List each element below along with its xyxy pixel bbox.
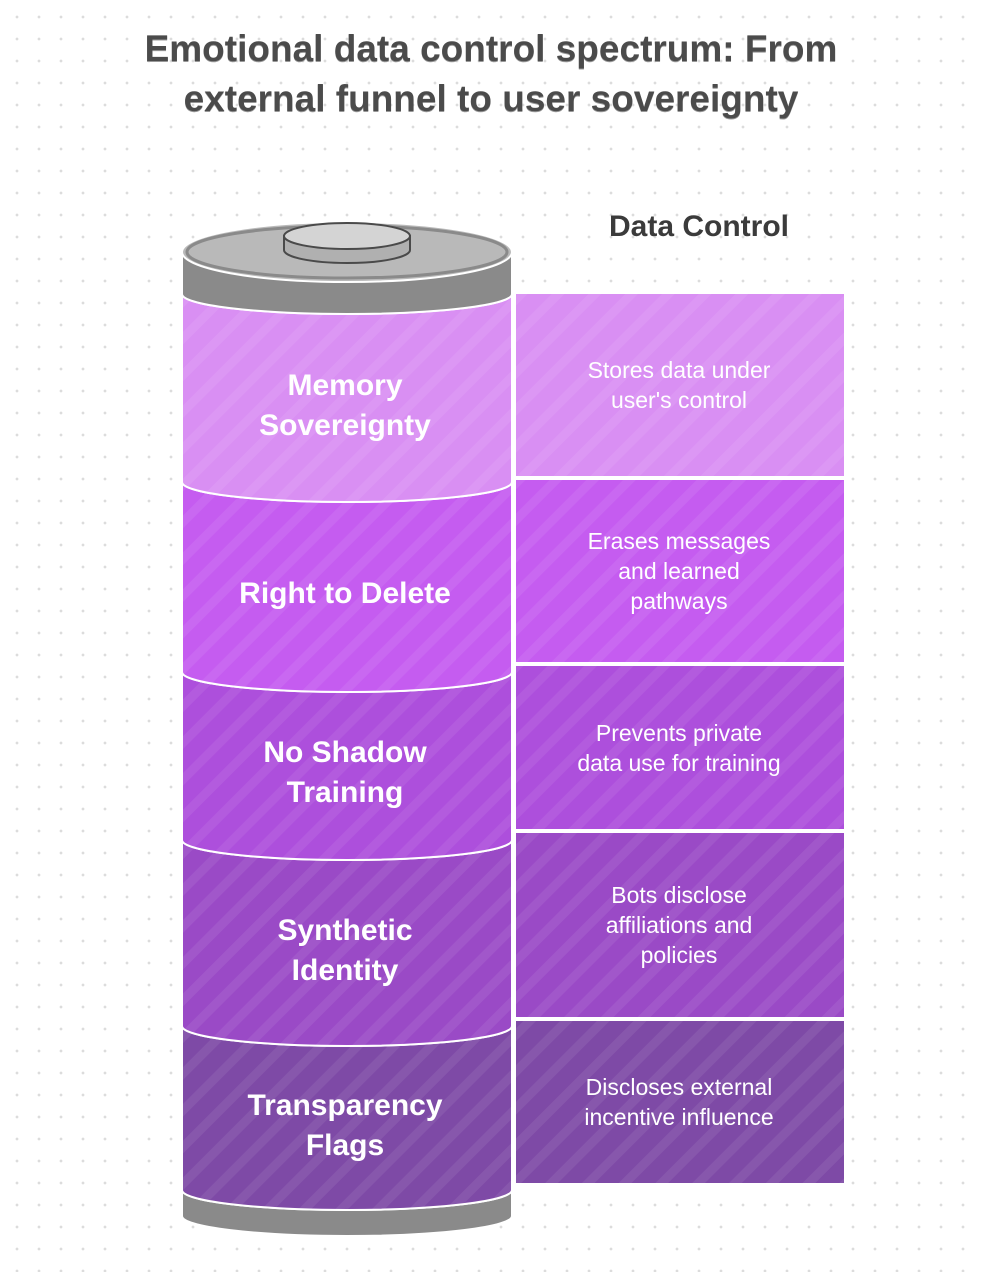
desc-box-3 — [514, 664, 846, 831]
desc-memory-sovereignty: Stores data under user's control — [587, 357, 771, 413]
diagram-title: Emotional data control spectrum: From ex… — [0, 24, 982, 124]
title-line-2: external funnel to user sovereignty — [183, 78, 799, 119]
desc-no-shadow-training: Prevents private data use for training — [577, 719, 781, 776]
cylinder-layer-4 — [181, 839, 513, 1047]
desc-transparency-flags: Discloses external incentive influence — [584, 1074, 774, 1130]
layer-label-transparency-flags: Transparency Flags — [247, 1089, 443, 1162]
desc-box-1 — [514, 292, 846, 478]
layer-label-right-to-delete: Right to Delete — [239, 577, 451, 610]
desc-synthetic-identity: Bots disclose affiliations and policies — [605, 882, 753, 968]
desc-right-to-delete: Erases messages and learned pathways — [587, 528, 771, 614]
cylinder-layer-2 — [181, 481, 513, 693]
cylinder-top-cap — [181, 221, 513, 315]
cylinder-layer-3 — [181, 671, 513, 861]
layer-label-synthetic-identity: Synthetic Identity — [277, 914, 413, 987]
desc-box-2 — [514, 478, 846, 664]
desc-box-4 — [514, 831, 846, 1019]
title-line-1: Emotional data control spectrum: From — [144, 28, 838, 69]
layer-label-no-shadow-training: No Shadow Training — [263, 736, 427, 809]
column-header: Data Control — [609, 210, 789, 243]
layer-label-memory-sovereignty: Memory Sovereignty — [259, 369, 431, 442]
desc-box-5 — [514, 1019, 846, 1185]
cylinder-layer-1 — [181, 293, 513, 503]
